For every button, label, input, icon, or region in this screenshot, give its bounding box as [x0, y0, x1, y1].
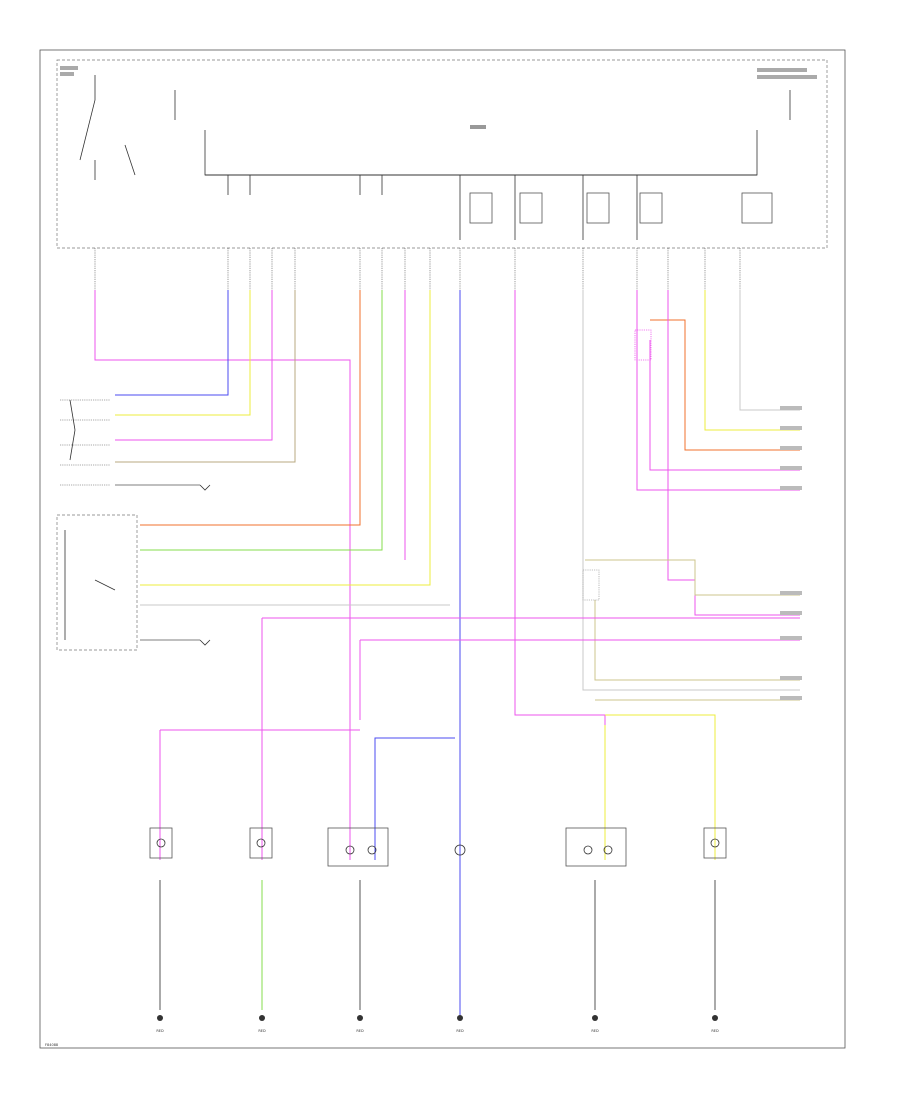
wire-pink-650: [649, 340, 800, 471]
wire-green-headlamp: [140, 290, 383, 551]
ground-g5: RED: [591, 1015, 599, 1033]
ground-g4-label: RED: [456, 1029, 464, 1033]
ground-g1: RED: [156, 1015, 164, 1033]
ground-g6: RED: [711, 1015, 719, 1033]
wire-pink-668: [667, 290, 800, 616]
ground-g2: RED: [258, 1015, 266, 1033]
turn-signal-switch: [60, 399, 110, 486]
headlamp-switch: [56, 514, 138, 651]
ground-g6-label: RED: [711, 1029, 719, 1033]
wire-grey-740: [739, 290, 800, 411]
wire-yellow-right-lamp: [605, 714, 716, 860]
wire-tan-lower: [594, 600, 800, 681]
wire-orange-headlamp: [140, 290, 361, 526]
wire-yellow-headlamp: [140, 290, 431, 586]
wire-pink-bus-left: [159, 729, 360, 860]
page-frame: [39, 49, 846, 1049]
ground-g4: RED: [456, 1015, 464, 1033]
ground-symbol-left-1: [199, 484, 211, 491]
wire-pink-switch: [115, 290, 273, 441]
lamp-3: [327, 827, 389, 867]
module-connector-pins: [94, 248, 741, 290]
wire-pink-515: [514, 290, 606, 860]
footer-code: F84088: [45, 1043, 58, 1047]
ground-g5-label: RED: [591, 1029, 599, 1033]
wire-tan-switch: [115, 290, 296, 463]
connector-right-2: [582, 569, 600, 601]
wire-yellow-705: [704, 290, 800, 431]
ground-g1-label: RED: [156, 1029, 164, 1033]
wire-tan-splice: [585, 559, 800, 596]
lamp-1: [149, 827, 173, 859]
ground-g3: RED: [356, 1015, 364, 1033]
lamp-6: [703, 827, 727, 859]
connector-right-1: [634, 329, 652, 361]
wire-pink-637: [636, 290, 800, 491]
ground-g3-label: RED: [356, 1029, 364, 1033]
wire-blue-bus: [374, 737, 455, 860]
wire-blue-switch: [115, 290, 229, 396]
wire-pink-main: [94, 290, 351, 860]
wire-yellow-switch: [115, 290, 251, 416]
body-control-module: [56, 59, 828, 249]
lamp-2: [249, 827, 273, 859]
lamp-5: [565, 827, 627, 867]
lamp-4: [454, 844, 466, 856]
ground-g2-label: RED: [258, 1029, 266, 1033]
ground-symbol-left-2: [199, 639, 211, 646]
right-terminal-labels: [780, 406, 802, 700]
wire-grey-583: [582, 290, 800, 691]
